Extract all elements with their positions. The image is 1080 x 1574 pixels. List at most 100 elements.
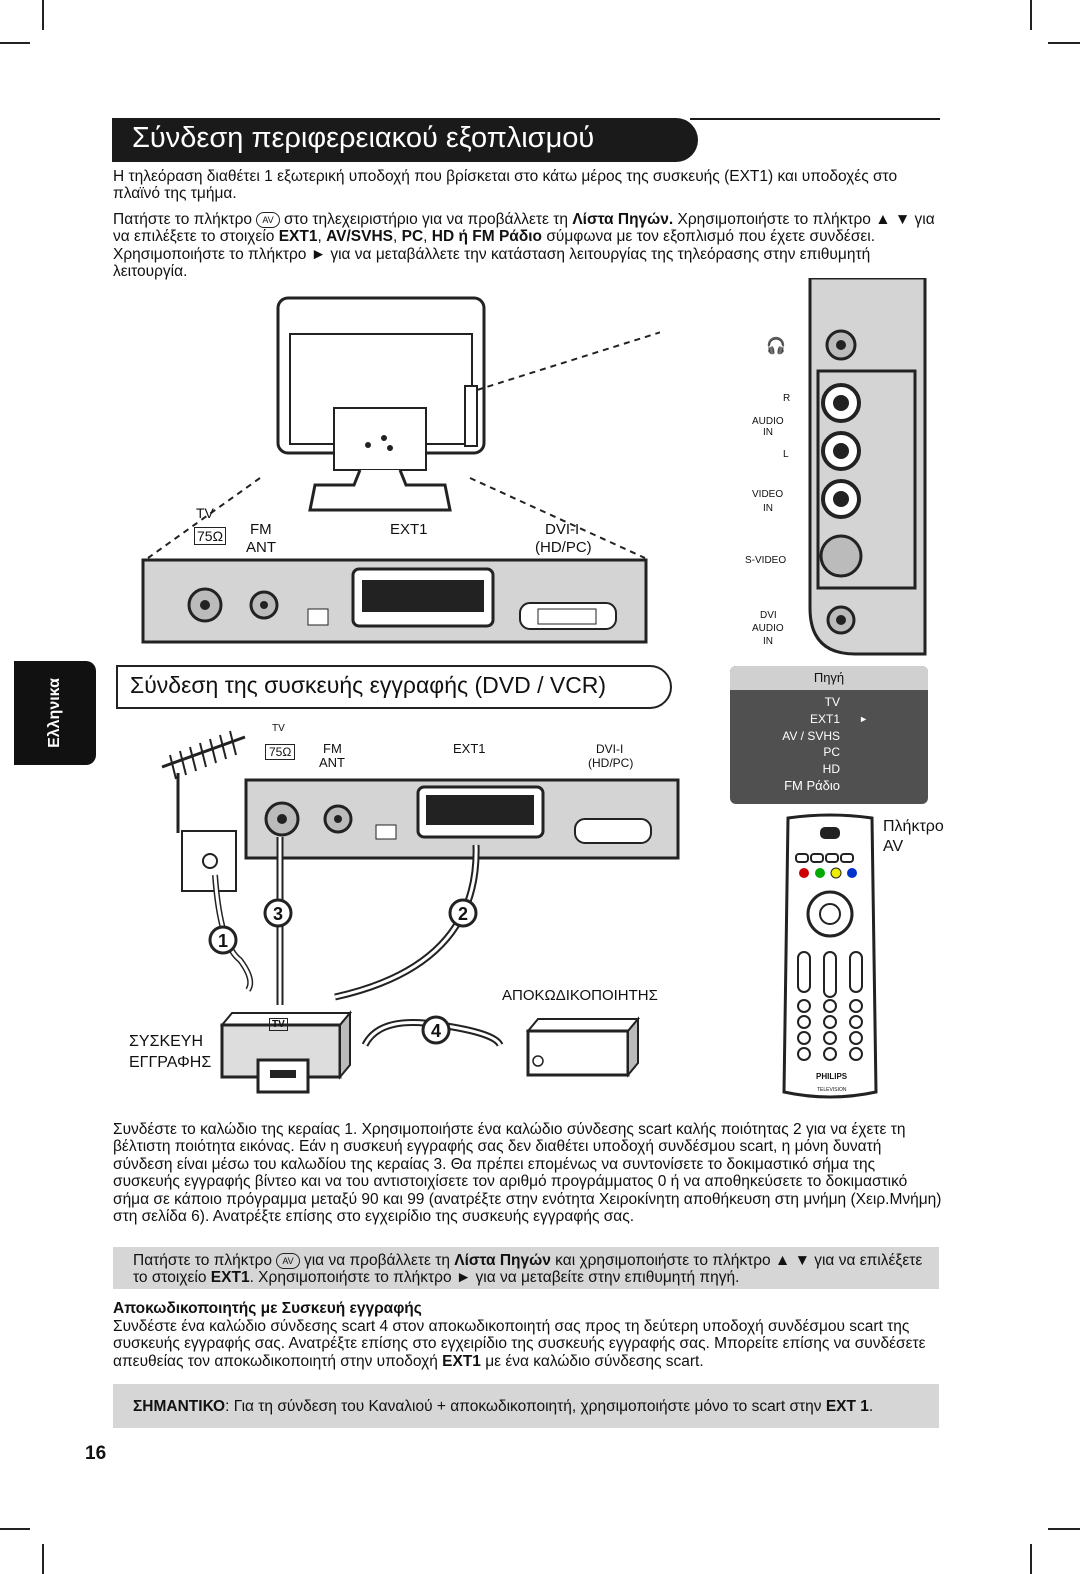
tv-connections-diagram xyxy=(141,296,660,644)
dvi-audio-label-1: DVI xyxy=(760,610,777,621)
av-key-label-1: Πλήκτρο xyxy=(883,818,944,835)
av-key-icon: AV xyxy=(276,1253,300,1269)
fm-label-2: FM xyxy=(323,741,342,756)
dvi-label: DVI-I xyxy=(545,521,580,538)
text: στο τηλεχειριστήριο για να προβάλλετε τη xyxy=(283,211,569,228)
text: . Χρησιμοποιήστε το πλήκτρο ► για να μετ… xyxy=(249,1269,740,1287)
source-menu-item[interactable]: AV / SVHS xyxy=(730,728,928,745)
av-key-icon: AV xyxy=(256,212,280,228)
crop-mark xyxy=(0,1528,30,1530)
section-title: Σύνδεση της συσκευής εγγραφής (DVD / VCR… xyxy=(130,672,607,698)
remote-brand: PHILIPS xyxy=(816,1072,848,1081)
av-key-label-2: AV xyxy=(883,838,904,855)
recorder-connections-diagram xyxy=(161,730,680,1094)
vcr-tv-label: TV xyxy=(269,1018,288,1031)
audio-in-label: IN xyxy=(763,427,773,438)
page-number: 16 xyxy=(85,1443,107,1464)
decoder-label: ΑΠΟΚΩΔΙΚΟΠΟΙΗΤΗΣ xyxy=(502,987,658,1004)
crop-mark xyxy=(1048,1528,1080,1530)
headphone-icon: 🎧 xyxy=(766,338,786,355)
crop-mark xyxy=(42,0,44,30)
source-menu-item-label: TV xyxy=(824,695,840,709)
step-1-number: 1 xyxy=(218,931,229,951)
tv-label: TV xyxy=(196,505,214,521)
crop-mark xyxy=(42,1544,44,1574)
video-label: VIDEO xyxy=(752,489,784,500)
text: Πατήστε το πλήκτρο xyxy=(113,211,253,228)
ext1-text: EXT1 xyxy=(442,1352,481,1370)
ohm-label: 75Ω xyxy=(194,527,227,545)
source-menu-item-label: PC xyxy=(823,745,840,760)
ext1-text: EXT 1 xyxy=(825,1398,869,1415)
audio-label: AUDIO xyxy=(752,416,784,427)
side-panel-diagram xyxy=(808,278,927,656)
source-menu-title: Πηγή xyxy=(813,670,845,685)
ext1-label-2: EXT1 xyxy=(453,741,486,756)
text: με ένα καλώδιο σύνδεσης scart. xyxy=(485,1352,704,1370)
hd-fm-text: HD ή FM Ράδιο xyxy=(431,228,542,246)
source-list-text: Λίστα Πηγών. xyxy=(572,211,674,228)
fm-label: FM xyxy=(250,521,272,538)
body-paragraph-4: Συνδέστε ένα καλώδιο σύνδεσης scart 4 στ… xyxy=(113,1318,943,1370)
source-menu-item-label: AV / SVHS xyxy=(782,728,840,743)
source-menu-item[interactable]: TV xyxy=(730,694,928,711)
ant-label: ANT xyxy=(246,539,276,556)
source-menu-item[interactable]: FM Ράδιο xyxy=(730,778,928,795)
body-paragraph-3: Συνδέστε το καλώδιο της κεραίας 1. Χρησι… xyxy=(113,1121,942,1226)
source-menu-item-label: FM Ράδιο xyxy=(784,777,840,793)
language-tab-label: Ελληνικα xyxy=(46,678,63,748)
source-menu-item[interactable]: EXT1► xyxy=(730,711,928,728)
language-tab: Ελληνικα xyxy=(14,661,96,765)
ext1-label: EXT1 xyxy=(390,521,428,538)
source-menu-header: Πηγή xyxy=(730,666,928,690)
step-4-number: 4 xyxy=(431,1021,442,1041)
source-menu-item[interactable]: HD xyxy=(730,761,928,778)
important-note: ΣΗΜΑΝΤΙΚΟ: Για τη σύνδεση του Καναλιού +… xyxy=(133,1398,873,1416)
intro-paragraph-2: Πατήστε το πλήκτρο AV στο τηλεχειριστήρι… xyxy=(113,211,935,281)
source-menu-item-label: HD xyxy=(822,762,840,777)
page-title-bar: Σύνδεση περιφερειακού εξοπλισμού xyxy=(112,118,698,162)
important-note-box: ΣΗΜΑΝΤΙΚΟ: Για τη σύνδεση του Καναλιού +… xyxy=(113,1384,939,1428)
svideo-label: S-VIDEO xyxy=(745,555,787,566)
avsvhs-text: AV/SVHS xyxy=(326,228,393,246)
text: . xyxy=(868,1398,874,1415)
tv-label-2: TV xyxy=(272,723,285,734)
ant-label-2: ANT xyxy=(319,755,345,770)
ext1-text: EXT1 xyxy=(210,1269,250,1287)
step-3-number: 3 xyxy=(273,904,284,924)
dvi-label-2: DVI-I xyxy=(596,742,624,756)
text: για να προβάλλετε τη xyxy=(303,1252,450,1269)
dvi-audio-label-3: IN xyxy=(763,636,773,647)
page-title: Σύνδεση περιφερειακού εξοπλισμού xyxy=(132,122,595,154)
ext1-text: EXT1 xyxy=(278,228,318,246)
text: : Για τη σύνδεση του Καναλιού + αποκωδικ… xyxy=(225,1398,822,1415)
recorder-label-1: ΣΥΣΚΕΥΗ xyxy=(129,1033,204,1050)
text: Συνδέστε ένα καλώδιο σύνδεσης scart 4 στ… xyxy=(113,1318,926,1370)
video-in-label: IN xyxy=(763,503,773,514)
hdpc-label-2: (HD/PC) xyxy=(588,756,634,770)
text: και χρησιμοποιήστε το πλήκτρο ▲ ▼ για να… xyxy=(133,1252,923,1287)
note-label: ΣΗΜΑΝΤΙΚΟ xyxy=(133,1398,226,1415)
source-menu-item[interactable]: PC xyxy=(730,744,928,761)
crop-mark xyxy=(1048,42,1080,44)
crop-mark xyxy=(0,42,30,44)
section-title-box: Σύνδεση της συσκευής εγγραφής (DVD / VCR… xyxy=(116,665,672,709)
crop-mark xyxy=(1030,0,1032,30)
text: Πατήστε το πλήκτρο xyxy=(133,1252,273,1269)
audio-r-label: R xyxy=(783,393,791,404)
pc-text: PC xyxy=(401,228,424,246)
text: Χρησιμοποιήστε το πλήκτρο ▲ ▼ για να επι… xyxy=(113,211,935,246)
text: σύμφωνα με τον εξοπλισμό που έχετε συνδέ… xyxy=(113,228,876,281)
step-2-number: 2 xyxy=(458,904,469,924)
source-list-text: Λίστα Πηγών xyxy=(454,1252,551,1269)
instruction-box: Πατήστε το πλήκτρο AV για να προβάλλετε … xyxy=(113,1247,939,1289)
instruction-text: Πατήστε το πλήκτρο AV για να προβάλλετε … xyxy=(133,1252,923,1287)
source-menu-item-label: EXT1 xyxy=(809,711,840,726)
remote-control xyxy=(782,813,878,1099)
title-rule xyxy=(690,118,940,120)
audio-l-label: L xyxy=(783,449,789,460)
intro-paragraph-1: Η τηλεόραση διαθέτει 1 εξωτερική υποδοχή… xyxy=(113,168,898,203)
subheading: Αποκωδικοποιητής με Συσκευή εγγραφής xyxy=(113,1300,422,1317)
